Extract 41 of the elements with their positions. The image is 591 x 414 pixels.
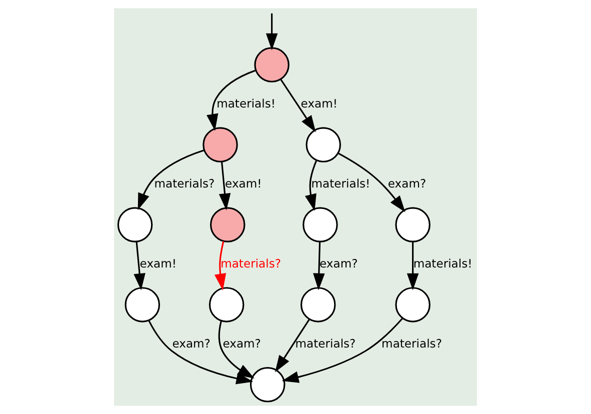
node-circle	[395, 207, 430, 242]
node-circle	[250, 367, 286, 402]
edge-label: materials?	[382, 336, 442, 351]
node-circle	[202, 127, 238, 162]
node-circle	[210, 207, 246, 242]
edge-label: exam?	[222, 336, 261, 351]
arrow	[218, 320, 254, 378]
edge-label: materials!	[311, 176, 370, 191]
edge-label: exam!	[300, 96, 338, 111]
arrow	[280, 78, 316, 132]
arrow	[406, 242, 419, 290]
node-circle	[124, 287, 160, 322]
arrow	[206, 70, 256, 131]
edge-label: materials!	[413, 256, 472, 271]
arrow	[148, 320, 254, 384]
edge-label: exam!	[225, 176, 262, 191]
edge-label: materials?	[154, 176, 215, 191]
node-circle	[117, 207, 153, 242]
edge-label: exam?	[172, 336, 210, 351]
arrow	[214, 241, 226, 291]
edge-label: materials?	[295, 336, 356, 351]
node-circle	[395, 287, 430, 322]
edge-label: exam!	[140, 256, 177, 271]
edge-label: materials!	[216, 96, 276, 111]
arrow	[138, 149, 204, 210]
arrow	[134, 241, 146, 290]
node-circle	[208, 287, 244, 322]
arrow	[275, 318, 310, 372]
arrow	[313, 242, 325, 290]
node-circle	[306, 127, 341, 162]
arrow	[304, 160, 318, 211]
node-circle	[300, 287, 336, 322]
arrow	[282, 318, 403, 383]
arrow	[338, 152, 406, 212]
edge-label: exam?	[388, 176, 426, 191]
node-circle	[254, 47, 290, 82]
edge-label: materials?	[220, 256, 281, 271]
node-circle	[302, 207, 338, 242]
edge-label: exam?	[320, 256, 358, 271]
arrow	[218, 162, 231, 210]
arrow	[266, 13, 278, 50]
